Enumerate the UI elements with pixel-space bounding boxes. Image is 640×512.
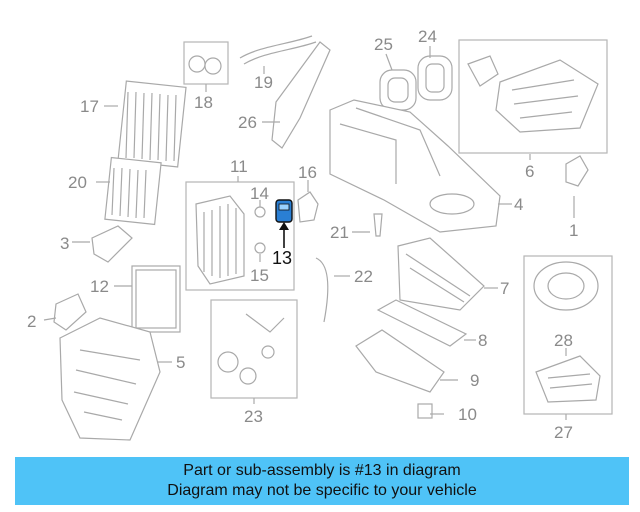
part-27-blower-assembly <box>533 261 599 311</box>
callout-17: 17 <box>80 97 99 116</box>
part-23-pipe-assembly <box>217 313 285 385</box>
callout-12: 12 <box>90 277 109 296</box>
callout-19: 19 <box>254 73 273 92</box>
part-25-gasket <box>379 69 417 111</box>
part-19-pipes <box>239 35 317 65</box>
callout-2: 2 <box>27 312 36 331</box>
callout-14: 14 <box>250 184 269 203</box>
part-16-clip <box>297 191 319 223</box>
callout-10: 10 <box>458 405 477 424</box>
part-6-actuator-assembly <box>467 55 599 133</box>
callout-11: 11 <box>230 157 248 176</box>
part-26-bracket <box>271 41 331 149</box>
callout-1: 1 <box>569 221 578 240</box>
part-5-housing <box>59 317 161 441</box>
callout-15: 15 <box>250 266 269 285</box>
part-9-seal <box>355 329 445 393</box>
part-13-highlighted <box>275 199 293 223</box>
group-box-27 <box>523 255 613 415</box>
callout-24: 24 <box>418 27 437 46</box>
part-17-evaporator <box>117 80 187 168</box>
part-21-stud <box>373 213 383 237</box>
callout-6: 6 <box>525 162 534 181</box>
banner-line-disclaimer: Diagram may not be specific to your vehi… <box>167 482 477 499</box>
leader-lines <box>43 46 575 420</box>
callout-21: 21 <box>330 223 349 242</box>
callout-23: 23 <box>244 407 263 426</box>
callout-5: 5 <box>176 353 185 372</box>
callout-18: 18 <box>194 93 213 112</box>
callout-13: 13 <box>272 248 292 268</box>
leader-arrow-13 <box>279 222 289 248</box>
part-24-gasket <box>417 55 453 101</box>
part-7-cabin-filter <box>397 237 485 311</box>
part-10-fastener <box>417 403 433 419</box>
part-18-rings <box>188 55 222 75</box>
part-20-heater-core <box>104 156 162 226</box>
part-15-oring <box>254 242 266 254</box>
part-22-hose <box>315 257 329 323</box>
callout-3: 3 <box>60 234 69 253</box>
part-8-seal <box>376 299 468 347</box>
callout-26: 26 <box>238 113 257 132</box>
parts-diagram: 1 2 3 4 5 6 7 8 9 10 11 12 13 14 15 16 1… <box>27 27 613 442</box>
part-3 <box>91 225 133 263</box>
callout-20: 20 <box>68 173 87 192</box>
callout-22: 22 <box>354 267 373 286</box>
part-2 <box>53 293 87 331</box>
callout-28: 28 <box>554 331 573 350</box>
callout-8: 8 <box>478 331 487 350</box>
callout-4: 4 <box>514 195 523 214</box>
part-12-filter-frame <box>131 265 181 333</box>
callout-16: 16 <box>298 163 317 182</box>
callout-9: 9 <box>470 371 479 390</box>
callout-7: 7 <box>500 279 509 298</box>
banner-line-part: Part or sub-assembly is #13 in diagram <box>183 462 461 479</box>
part-4-main-case <box>329 99 501 233</box>
callout-27: 27 <box>554 423 573 442</box>
group-box-23 <box>210 299 298 399</box>
callout-25: 25 <box>374 35 393 54</box>
group-box-11 <box>185 181 295 291</box>
info-banner: Part or sub-assembly is #13 in diagram D… <box>15 457 629 505</box>
part-11-heater-assembly <box>195 195 245 285</box>
part-14-oring <box>254 206 266 218</box>
group-box-6 <box>458 39 608 154</box>
part-1-sensor <box>565 155 589 187</box>
part-28-resistor <box>535 355 601 403</box>
